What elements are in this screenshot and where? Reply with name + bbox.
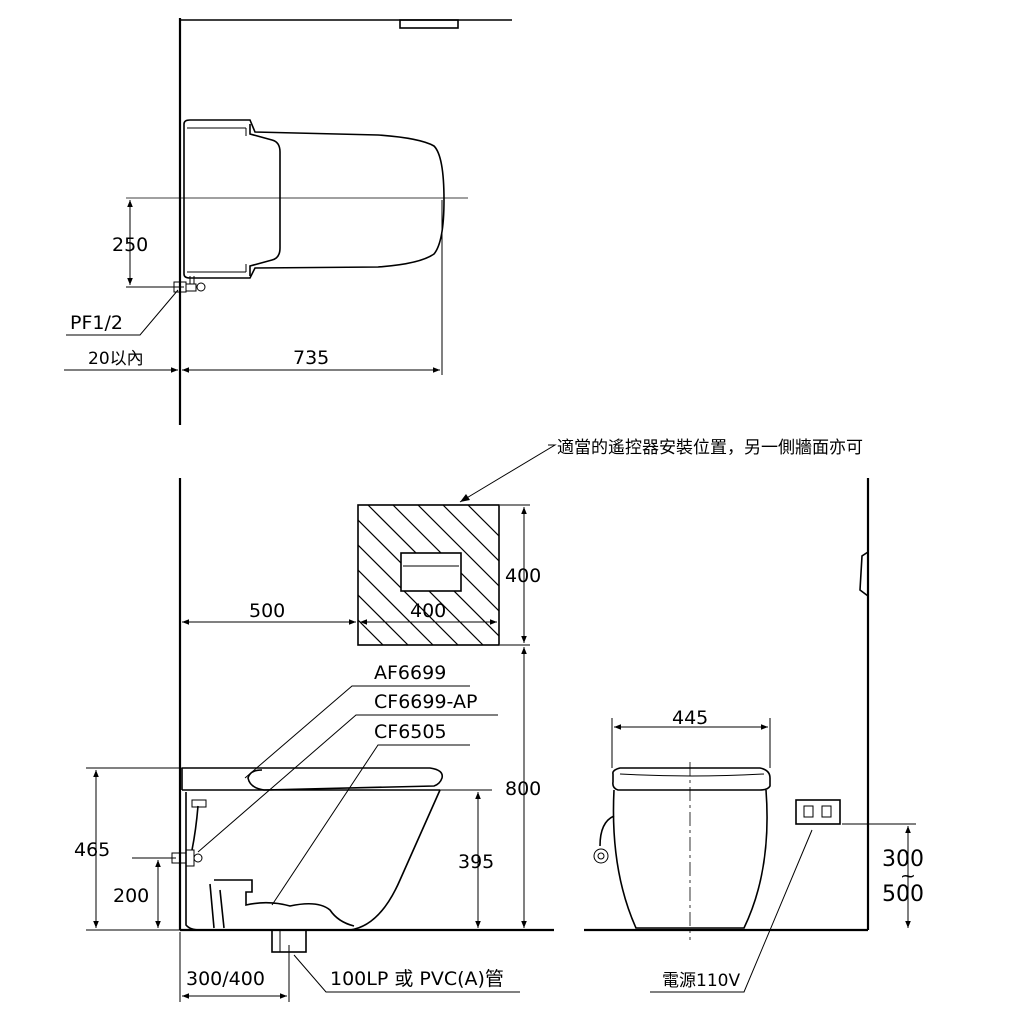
plan-view: 250 PF1/2 20以內 735 [64,18,512,425]
side-supply-hose [191,805,199,851]
side-dim-200: 200 [113,885,149,907]
plan-pf-label: PF1/2 [70,312,123,334]
model-leader-1 [244,685,470,779]
power-leader [650,829,813,993]
front-outlet-dim-top: 300 [882,847,924,872]
plan-pf-leader [66,289,179,336]
side-supply-valve [171,849,203,867]
front-supply-hose [599,815,615,847]
model-leader-3 [271,744,470,906]
side-bowl-body [185,789,441,931]
drain-label: 100LP 或 PVC(A)管 [330,968,504,990]
plan-toilet-body [183,119,445,279]
remote-hatched-zone [357,504,500,646]
power-outlet [795,799,841,825]
side-dim-800: 800 [505,778,541,800]
plan-dim-20: 20以內 [88,349,144,369]
front-view: 445 300 ~ 500 電源110V [584,478,924,993]
side-dim-395: 395 [458,851,494,873]
front-supply-valve [593,848,609,864]
model-label-1: AF6699 [374,662,446,684]
side-trapway [214,879,355,927]
front-outlet-dim-sep: ~ [900,865,916,887]
plan-seat-hinge [187,127,247,273]
remote-note: 適當的遙控器安裝位置，另一側牆面亦可 [557,438,863,458]
front-outlet-dim-bottom: 500 [882,882,924,907]
remote-dim-height: 400 [505,565,541,587]
plan-dim-735: 735 [293,347,329,369]
remote-dim-offset: 500 [249,600,285,622]
front-dim-445: 445 [672,707,708,729]
remote-area: 適當的遙控器安裝位置，另一側牆面亦可 400 500 400 [182,438,863,646]
drain-leader [293,954,520,993]
remote-note-arrow [460,494,470,502]
front-wall-fixture [859,551,869,597]
model-label-3: CF6505 [374,721,447,743]
front-bowl [612,789,768,929]
side-dim-rough-in: 300/400 [186,968,265,990]
power-label: 電源110V [662,971,740,991]
side-lid [182,767,444,791]
outlet-socket-right [821,805,832,818]
side-view: AF6699 CF6699-AP CF6505 800 395 465 200 … [74,478,554,1002]
plan-dim-250: 250 [112,234,148,256]
remote-note-leader [459,444,557,503]
remote-control [400,552,462,592]
model-leader-2 [197,714,498,853]
outlet-socket-left [803,805,814,818]
front-lid [612,767,771,791]
remote-dim-width: 400 [410,600,446,622]
model-label-2: CF6699-AP [374,691,477,713]
side-dim-465: 465 [74,839,110,861]
plan-top-fixture [399,19,459,29]
plan-toilet-tank [249,124,281,276]
